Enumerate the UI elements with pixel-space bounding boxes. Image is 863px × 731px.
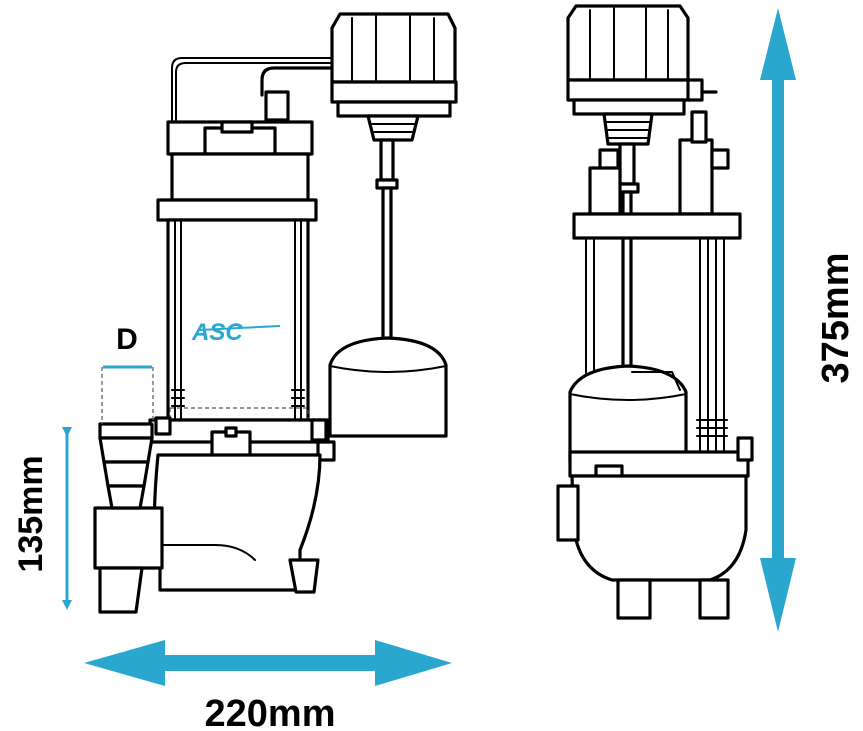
switch-cable: [260, 66, 340, 97]
outlet-height-label: 135mm: [12, 455, 50, 572]
side-base-flange: [568, 450, 750, 478]
outlet-hose-tail: [98, 422, 154, 440]
total-height-arrow: [760, 8, 796, 632]
side-pump-volute: [570, 474, 748, 582]
dimension-outlet-diameter: D: [103, 323, 152, 369]
float-switch-head: [330, 12, 457, 84]
pump-volute: [152, 453, 322, 592]
power-cable: [171, 57, 339, 126]
width-arrow: [84, 640, 452, 686]
outlet-socket: [93, 506, 164, 570]
dimension-total-height: 375mm: [760, 8, 857, 632]
width-label: 220mm: [205, 693, 336, 731]
dimension-width: 220mm: [84, 640, 452, 731]
pump-foot-right: [288, 558, 320, 594]
pump-side-view: [556, 4, 754, 620]
float-ball: [328, 336, 448, 438]
total-height-label: 375mm: [815, 253, 857, 384]
brand-logo: ASC: [191, 319, 243, 346]
motor-housing: [166, 218, 310, 422]
side-top-flange: [572, 212, 742, 240]
side-float-switch-head: [566, 4, 690, 82]
pump-foot-left: [98, 566, 144, 614]
outlet-diameter-label: D: [116, 323, 138, 356]
float-rod: [381, 186, 393, 350]
side-foot-left: [616, 578, 652, 620]
pump-front-view: ASC: [93, 12, 458, 614]
dimension-outlet-height: 135mm: [12, 427, 72, 610]
side-float-ball: [568, 364, 688, 464]
top-flange: [156, 198, 318, 222]
side-foot-right: [698, 578, 730, 620]
